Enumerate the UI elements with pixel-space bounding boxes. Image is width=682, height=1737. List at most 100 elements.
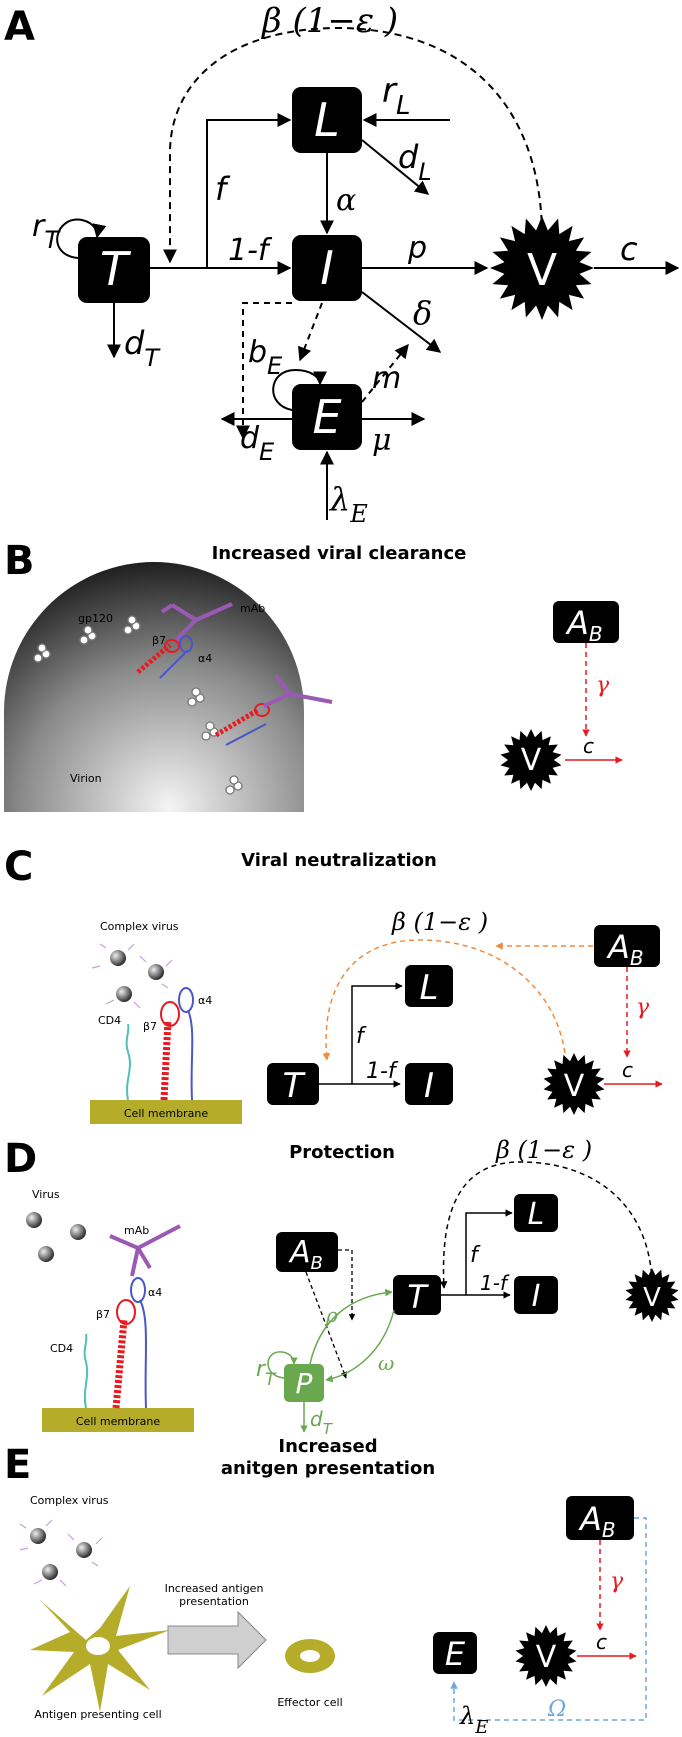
node-I-label: I [320, 241, 334, 295]
c-label-b: c [583, 734, 594, 758]
I-to-dE-dashed [236, 302, 292, 440]
panel-d: D Protection Virus Cell membrane CD4 β7 … [4, 1136, 679, 1438]
node-AB-e-label: AB [578, 1500, 616, 1542]
node-AB-d-label: AB [288, 1235, 323, 1274]
one-minus-f-label-c: 1-f [366, 1059, 399, 1084]
rho-label: ρ [325, 1303, 338, 1327]
alpha4-chain-1 [159, 649, 189, 679]
T-to-L-c [351, 982, 403, 1084]
panel-letter-b: B [4, 538, 35, 584]
membrane-c [90, 1100, 242, 1124]
node-E-e-label: E [445, 1635, 466, 1673]
heading-e-line1: Increased [278, 1436, 377, 1457]
virus-star-E [515, 1625, 577, 1687]
node-T-d-label: T [407, 1278, 429, 1316]
cd4-c [125, 1023, 131, 1101]
node-V-b: V [500, 729, 562, 791]
arrow-label-line1: Increased antigen [165, 1582, 264, 1595]
one-minus-f-label-d: 1-f [480, 1271, 510, 1295]
panel-letter-c: C [4, 844, 33, 890]
dE-label: dE [240, 421, 275, 466]
node-T-d [393, 1275, 441, 1315]
rT-loop [56, 218, 107, 259]
node-L-d-label: L [528, 1197, 545, 1232]
virion-label: Virion [70, 772, 102, 785]
node-T-c-label: T [283, 1066, 306, 1106]
node-E-label: E [312, 390, 341, 444]
complex-virus-label-c: Complex virus [100, 920, 179, 933]
delta-label: δ [413, 294, 432, 332]
gamma-label-e: γ [610, 1569, 624, 1594]
node-L-c [405, 965, 453, 1007]
heading-b: Increased viral clearance [212, 543, 467, 564]
beta7-label-c: β7 [143, 1020, 157, 1033]
node-I [292, 235, 362, 301]
dL-arrow [361, 139, 430, 195]
omega-arrow [325, 1309, 395, 1383]
alpha4-head-1 [179, 635, 193, 653]
alpha-label: α [336, 183, 356, 218]
node-AB-e [566, 1496, 634, 1540]
apc-label: Antigen presenting cell [34, 1708, 161, 1721]
panel-e: E Increased anitgen presentation Complex… [4, 1436, 647, 1737]
lambdaE-label: λE [328, 480, 368, 528]
alpha4-label-b: α4 [198, 652, 212, 665]
dL-label: dL [398, 138, 432, 186]
panel-letter-a: A [4, 4, 35, 50]
beta7-chain-1 [136, 643, 172, 674]
AB-dashed-2 [305, 1271, 347, 1379]
node-L-d [514, 1194, 558, 1232]
apc-nucleus [86, 1637, 110, 1655]
c-label-c: c [622, 1058, 633, 1082]
node-AB-b [553, 601, 619, 643]
node-I-d-label: I [532, 1279, 541, 1314]
I-to-E-dashed [298, 302, 323, 362]
viruses-d [26, 1212, 86, 1262]
membrane-label-d: Cell membrane [76, 1415, 160, 1428]
omega-label: ω [378, 1351, 394, 1375]
virion-sphere [4, 562, 304, 850]
infection-arc-d [439, 1161, 653, 1289]
T-to-L-d [465, 1209, 513, 1295]
virus-star-B [500, 729, 562, 791]
node-L-label: L [314, 93, 340, 147]
alpha4-chain-2 [225, 723, 267, 746]
node-L-c-label: L [420, 968, 439, 1008]
dT-label: dT [124, 324, 161, 372]
cd4-d [83, 1333, 89, 1409]
beta7-head-c [160, 1001, 180, 1027]
virion-mask [0, 812, 340, 862]
rT-label-d: rT [256, 1357, 277, 1390]
beta7-chain-d [112, 1319, 128, 1409]
orange-infection-arc [322, 939, 567, 1063]
node-T-c [267, 1063, 319, 1105]
mAb-1 [160, 602, 233, 642]
T-to-L-arrow [206, 113, 292, 268]
virus-star-D [625, 1268, 679, 1322]
alpha4-label-d: α4 [148, 1286, 162, 1299]
node-V: V [490, 216, 594, 320]
p-label: p [407, 231, 427, 266]
delta-arrow [361, 291, 442, 353]
alpha4-chain-d [139, 1299, 147, 1409]
Omega-arrow [450, 1517, 647, 1721]
arrow-label-line2: presentation [179, 1595, 249, 1608]
mAb-d [109, 1224, 181, 1277]
beta7-head-2 [254, 703, 270, 717]
beta7-label-b: β7 [152, 634, 166, 647]
heading-d: Protection [289, 1142, 395, 1163]
node-I-c-label: I [424, 1066, 434, 1106]
dT-label-d: dT [310, 1407, 334, 1438]
node-E [292, 384, 362, 450]
alpha4-head-d [130, 1277, 146, 1303]
rT-label: rT [32, 209, 61, 254]
complex-viruses-c [91, 943, 173, 1009]
virus-label-d: Virus [32, 1188, 60, 1201]
cd4-label-c: CD4 [98, 1014, 121, 1027]
gp120-label: gp120 [78, 612, 113, 625]
node-AB-d [276, 1232, 338, 1272]
node-V-c: V [543, 1053, 605, 1115]
node-I-c [405, 1063, 453, 1105]
panel-a: A β (1−ε ) T rT dT f 1-f L rL dL α I p [4, 1, 680, 528]
c-label: c [620, 230, 638, 268]
